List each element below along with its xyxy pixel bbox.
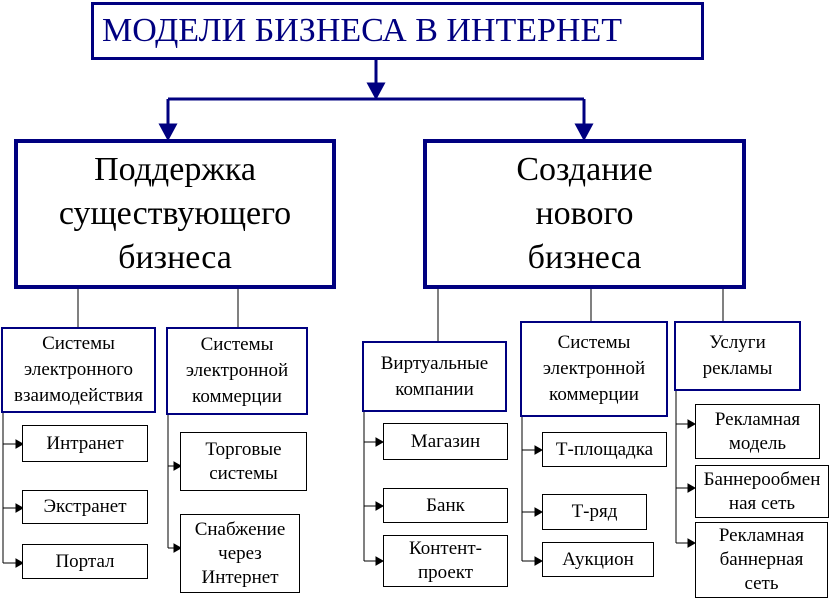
leaf-trading-systems: Торговые системы bbox=[180, 432, 307, 491]
leaf-banner-exchange: Баннерообмен ная сеть bbox=[695, 465, 829, 518]
leaf-label: Аукцион bbox=[562, 548, 634, 570]
leaf-label: Магазин bbox=[410, 430, 481, 452]
leaf-label: Портал bbox=[55, 550, 115, 572]
leaf-label: Т-ряд bbox=[571, 501, 618, 522]
main-box-existing-business-label: Поддержка существующего бизнеса bbox=[58, 151, 292, 276]
category-label: Системы электронной коммерции bbox=[542, 332, 646, 405]
leaf-label: Баннерообмен ная сеть bbox=[703, 468, 821, 514]
category-advertising-services: Услуги рекламы bbox=[674, 321, 801, 391]
leaf-extranet: Экстранет bbox=[22, 490, 148, 524]
leaf-shop: Магазин bbox=[383, 423, 508, 460]
leaf-ad-model: Рекламная модель bbox=[695, 404, 820, 459]
leaf-t-platform: Т-площадка bbox=[542, 432, 667, 467]
category-label: Системы электронного взаимодействия bbox=[14, 333, 143, 406]
leaf-label: Торговые системы bbox=[205, 438, 282, 484]
leaf-label: Банк bbox=[426, 494, 465, 516]
category-label: Виртуальные компании bbox=[380, 352, 489, 400]
leaf-label: Экстранет bbox=[43, 496, 127, 517]
leaf-internet-procurement: Снабжение через Интернет bbox=[180, 514, 300, 593]
category-interaction-systems: Системы электронного взаимодействия bbox=[1, 327, 156, 413]
leaf-label: Снабжение через Интернет bbox=[194, 518, 286, 588]
leaf-label: Интранет bbox=[46, 432, 124, 454]
leaf-portal: Портал bbox=[22, 544, 148, 579]
category-label: Услуги рекламы bbox=[702, 332, 773, 379]
main-box-existing-business: Поддержка существующего бизнеса bbox=[14, 139, 336, 289]
leaf-bank: Банк bbox=[383, 488, 508, 523]
main-box-new-business: Создание нового бизнеса bbox=[423, 139, 746, 289]
diagram-title: МОДЕЛИ БИЗНЕСА В ИНТЕРНЕТ bbox=[91, 2, 704, 60]
leaf-auction: Аукцион bbox=[542, 542, 654, 577]
leaf-label: Рекламная модель bbox=[714, 408, 801, 454]
category-virtual-companies: Виртуальные компании bbox=[362, 341, 507, 412]
leaf-label: Рекламная баннерная сеть bbox=[718, 525, 805, 594]
leaf-intranet: Интранет bbox=[22, 425, 148, 462]
leaf-ad-banner-network: Рекламная баннерная сеть bbox=[695, 522, 828, 598]
category-ecommerce-new: Системы электронной коммерции bbox=[520, 321, 668, 417]
leaf-label: Контент- проект bbox=[409, 538, 482, 583]
diagram-title-text: МОДЕЛИ БИЗНЕСА В ИНТЕРНЕТ bbox=[102, 12, 623, 49]
leaf-content-project: Контент- проект bbox=[383, 535, 508, 587]
leaf-t-row: Т-ряд bbox=[542, 494, 647, 530]
main-box-new-business-label: Создание нового бизнеса bbox=[516, 151, 653, 276]
category-ecommerce-existing: Системы электронной коммерции bbox=[166, 327, 308, 415]
leaf-label: Т-площадка bbox=[555, 438, 654, 460]
category-label: Системы электронной коммерции bbox=[185, 334, 289, 407]
